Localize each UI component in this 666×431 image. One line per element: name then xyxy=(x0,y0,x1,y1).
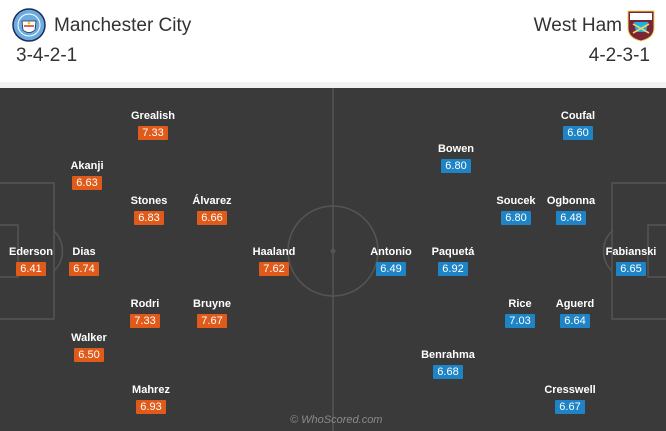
player-rating: 7.33 xyxy=(138,126,168,140)
player-name: Haaland xyxy=(252,246,296,258)
home-player[interactable]: Grealish 7.33 xyxy=(118,109,188,141)
player-name: Soucek xyxy=(496,195,536,207)
home-player[interactable]: Walker 6.50 xyxy=(54,331,124,363)
away-player[interactable]: Soucek 6.80 xyxy=(481,194,551,226)
away-player[interactable]: Aguerd 6.64 xyxy=(540,297,610,329)
player-name: Benrahma xyxy=(421,349,475,361)
home-player[interactable]: Stones 6.83 xyxy=(114,194,184,226)
home-player[interactable]: Ederson 6.41 xyxy=(0,245,66,277)
player-rating: 6.83 xyxy=(134,211,164,225)
home-formation: 3-4-2-1 xyxy=(16,45,78,66)
player-name: Fabianski xyxy=(605,246,657,258)
player-name: Aguerd xyxy=(555,298,595,310)
home-team-name[interactable]: Manchester City xyxy=(54,15,192,36)
manchester-city-crest-icon xyxy=(12,8,46,42)
away-team-name[interactable]: West Ham xyxy=(533,15,622,36)
player-name: Walker xyxy=(71,332,107,344)
away-player[interactable]: Paquetá 6.92 xyxy=(418,245,488,277)
player-rating: 6.64 xyxy=(560,314,590,328)
watermark: © WhoScored.com xyxy=(290,414,383,426)
player-name: Ogbonna xyxy=(546,195,596,207)
home-player[interactable]: Mahrez 6.93 xyxy=(116,383,186,415)
away-player[interactable]: Benrahma 6.68 xyxy=(413,348,483,380)
player-rating: 6.66 xyxy=(197,211,227,225)
player-rating: 6.74 xyxy=(69,262,99,276)
player-rating: 6.50 xyxy=(74,348,104,362)
home-player[interactable]: Haaland 7.62 xyxy=(239,245,309,277)
player-rating: 6.60 xyxy=(563,126,593,140)
player-name: Grealish xyxy=(130,110,176,122)
player-name: Ederson xyxy=(8,246,53,258)
player-rating: 7.33 xyxy=(130,314,160,328)
player-name: Akanji xyxy=(70,160,104,172)
west-ham-crest-icon xyxy=(627,10,655,42)
match-header: Manchester City 3-4-2-1 West Ham 4-2-3-1 xyxy=(0,0,666,82)
away-player[interactable]: Fabianski 6.65 xyxy=(596,245,666,277)
player-name: Álvarez xyxy=(192,195,232,207)
away-player[interactable]: Antonio 6.49 xyxy=(356,245,426,277)
player-name: Paquetá xyxy=(431,246,475,258)
player-rating: 6.41 xyxy=(16,262,46,276)
player-name: Rice xyxy=(508,298,532,310)
player-rating: 6.92 xyxy=(438,262,468,276)
home-player[interactable]: Dias 6.74 xyxy=(49,245,119,277)
player-name: Rodri xyxy=(130,298,160,310)
player-rating: 6.48 xyxy=(556,211,586,225)
home-player[interactable]: Álvarez 6.66 xyxy=(177,194,247,226)
player-rating: 7.62 xyxy=(259,262,289,276)
away-player[interactable]: Ogbonna 6.48 xyxy=(536,194,606,226)
player-rating: 6.67 xyxy=(555,400,585,414)
pitch: Ederson 6.41 Akanji 6.63 Dias 6.74 Walke… xyxy=(0,88,666,431)
away-player[interactable]: Coufal 6.60 xyxy=(543,109,613,141)
away-player[interactable]: Bowen 6.80 xyxy=(421,142,491,174)
player-name: Coufal xyxy=(560,110,596,122)
away-player[interactable]: Cresswell 6.67 xyxy=(535,383,605,415)
away-formation: 4-2-3-1 xyxy=(588,45,650,66)
player-name: Dias xyxy=(72,246,96,258)
player-rating: 6.49 xyxy=(376,262,406,276)
player-rating: 6.63 xyxy=(72,176,102,190)
player-rating: 6.93 xyxy=(136,400,166,414)
player-rating: 7.03 xyxy=(505,314,535,328)
player-rating: 6.80 xyxy=(441,159,471,173)
player-rating: 6.65 xyxy=(616,262,646,276)
player-name: Bowen xyxy=(437,143,475,155)
player-name: Antonio xyxy=(370,246,412,258)
header-divider xyxy=(0,82,666,88)
home-player[interactable]: Akanji 6.63 xyxy=(52,159,122,191)
player-name: Cresswell xyxy=(544,384,596,396)
player-name: Mahrez xyxy=(132,384,170,396)
away-player[interactable]: Rice 7.03 xyxy=(485,297,555,329)
player-rating: 7.67 xyxy=(197,314,227,328)
home-player[interactable]: Rodri 7.33 xyxy=(110,297,180,329)
pitch-markings xyxy=(0,88,666,431)
home-player[interactable]: Bruyne 7.67 xyxy=(177,297,247,329)
player-name: Stones xyxy=(130,195,168,207)
player-rating: 6.68 xyxy=(433,365,463,379)
player-rating: 6.80 xyxy=(501,211,531,225)
player-name: Bruyne xyxy=(193,298,231,310)
